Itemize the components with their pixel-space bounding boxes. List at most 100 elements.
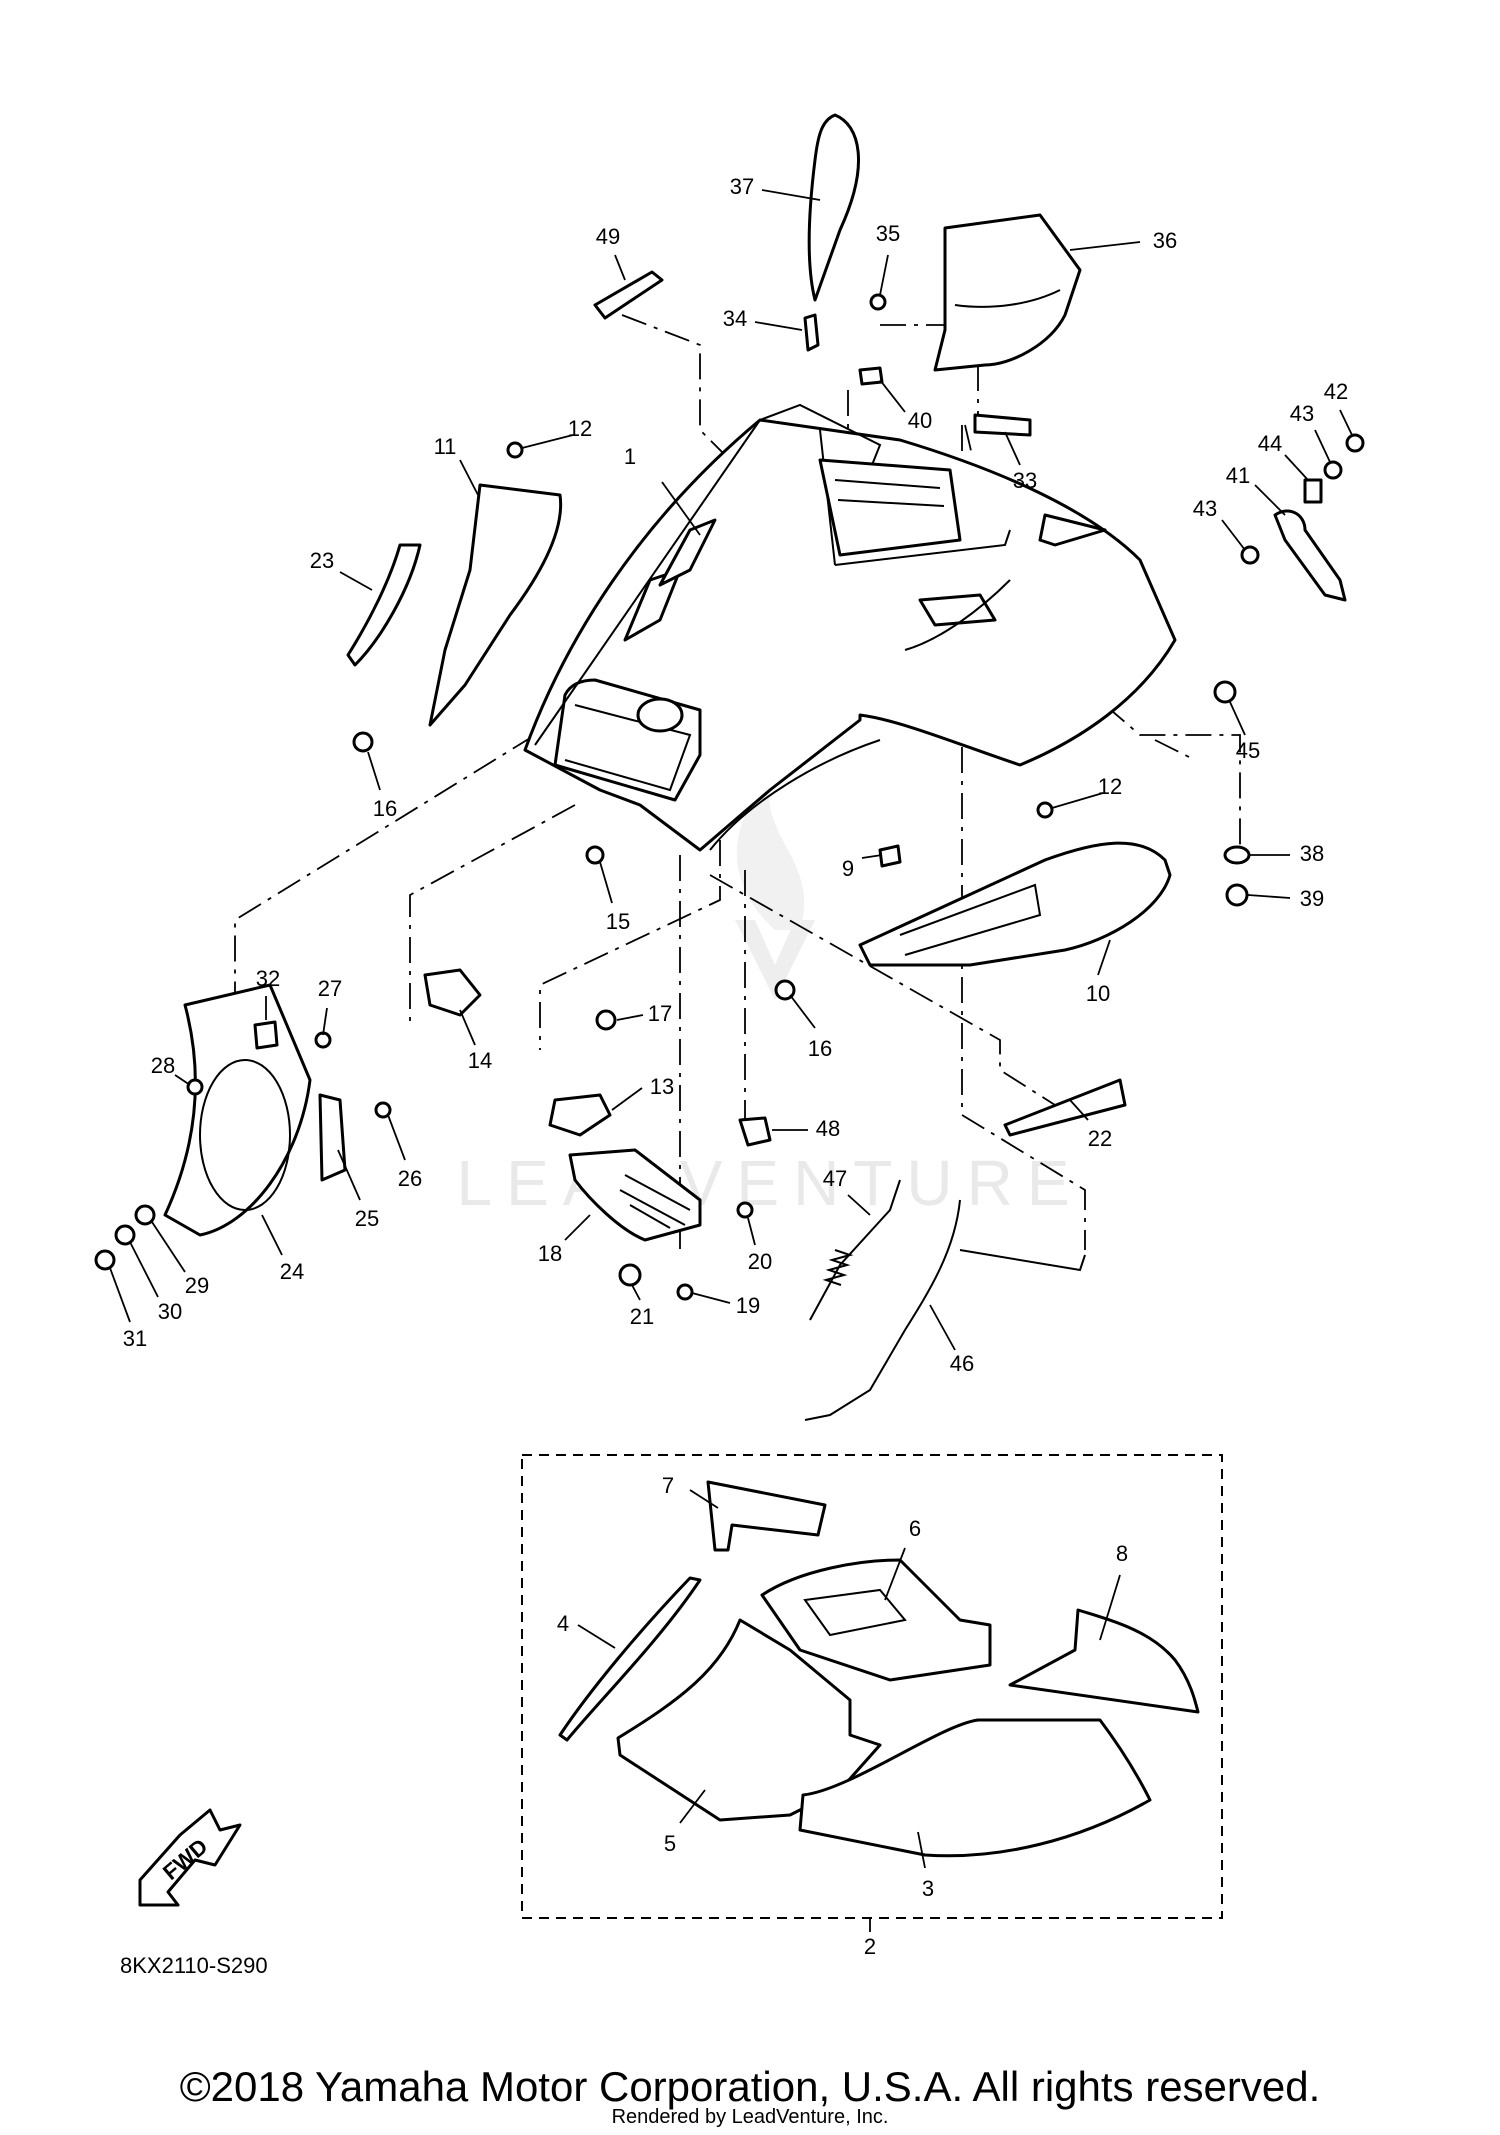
decal-kit-box: [521, 1454, 1223, 1919]
assembly-line: [621, 314, 736, 466]
callout-41: 41: [1226, 463, 1250, 488]
leader-49: [614, 254, 626, 281]
leader-31: [109, 1267, 131, 1323]
part-15-screw: [585, 845, 605, 865]
leader-33: [1004, 431, 1021, 466]
part-9-nut: [878, 844, 902, 868]
callout-37: 37: [730, 174, 754, 199]
part-44-spacer: [1303, 478, 1323, 504]
leader-12a: [521, 434, 574, 449]
leader-14: [459, 1009, 476, 1046]
part-36-inner: [954, 289, 1061, 308]
callout-4: 4: [557, 1611, 569, 1636]
leader-47: [847, 1194, 871, 1216]
part-31-nut: [94, 1249, 116, 1271]
leader-lines: [109, 189, 1353, 1932]
part-28-screw: [186, 1078, 204, 1096]
part-25-baffle: [318, 1093, 347, 1182]
callout-8: 8: [1116, 1541, 1128, 1566]
part-22-grille: [1003, 1078, 1127, 1137]
callout-12b: 12: [1098, 774, 1122, 799]
leader-30: [129, 1241, 159, 1298]
part-39-nut: [1225, 883, 1249, 907]
callout-2: 2: [864, 1934, 876, 1959]
part-13-bracket: [548, 1093, 612, 1137]
part-27-screw: [314, 1031, 332, 1049]
callout-48: 48: [816, 1116, 840, 1141]
callout-33: 33: [1013, 468, 1037, 493]
leader-21: [631, 1284, 641, 1301]
part-43-washer-bottom: [1240, 545, 1260, 565]
callout-40: 40: [908, 408, 932, 433]
callout-44: 44: [1258, 431, 1282, 456]
callout-10: 10: [1086, 981, 1110, 1006]
part-6-cutout: [803, 1588, 907, 1637]
leader-27: [322, 1007, 328, 1036]
callout-22: 22: [1088, 1126, 1112, 1151]
part-10-vent: [899, 883, 1042, 956]
leader-15: [599, 861, 613, 904]
part-16-screw-right: [774, 979, 796, 1001]
watermark: LEADVENTURE: [457, 780, 1070, 1219]
callout-28: 28: [151, 1053, 175, 1078]
callout-7: 7: [662, 1473, 674, 1498]
part-3-decal: [798, 1718, 1152, 1858]
part-11-side-panel: [428, 483, 563, 727]
watermark-flame: [736, 780, 805, 930]
callout-9: 9: [842, 856, 854, 881]
leader-3: [917, 1831, 926, 1869]
leader-24: [261, 1214, 283, 1256]
callout-16a: 16: [373, 796, 397, 821]
part-32-clip: [253, 1020, 279, 1050]
part-8-decal: [1008, 1608, 1200, 1714]
callout-39: 39: [1300, 886, 1324, 911]
part-17-nut: [595, 1009, 617, 1031]
leader-28: [174, 1074, 191, 1086]
rendered-by-notice: Rendered by LeadVenture, Inc.: [611, 2106, 889, 2128]
callout-36: 36: [1153, 228, 1177, 253]
part-35-screw: [869, 293, 887, 311]
part-38-grommet: [1223, 845, 1251, 865]
part-45-nut: [1213, 680, 1237, 704]
leader-36: [1069, 241, 1141, 251]
leader-34: [754, 321, 803, 331]
callout-43b: 43: [1193, 496, 1217, 521]
part-12-screw-top: [506, 441, 524, 459]
leader-25: [337, 1149, 361, 1201]
callout-32: 32: [256, 966, 280, 991]
part-4-decal: [558, 1576, 702, 1742]
part-40-clip: [858, 366, 884, 386]
callout-6: 6: [909, 1516, 921, 1541]
part-41-bracket: [1273, 509, 1347, 602]
leader-9: [861, 854, 883, 859]
leader-1: [661, 481, 701, 536]
callout-17: 17: [648, 1001, 672, 1026]
leader-40: [879, 379, 906, 413]
leader-39: [1247, 894, 1291, 899]
part-49-badge: [593, 270, 664, 320]
part-23-grille: [346, 543, 422, 667]
callout-24: 24: [280, 1259, 304, 1284]
part-7-decal: [706, 1480, 827, 1552]
leader-18: [564, 1214, 591, 1241]
leader-43b: [1221, 519, 1246, 551]
callout-3: 3: [922, 1876, 934, 1901]
leader-8: [1099, 1574, 1121, 1641]
callout-31: 31: [123, 1326, 147, 1351]
callout-34: 34: [723, 306, 747, 331]
part-19-screw: [676, 1283, 694, 1301]
leader-4: [577, 1624, 616, 1649]
callout-45: 45: [1236, 738, 1260, 763]
leader-16a: [367, 751, 381, 791]
leader-16b: [789, 994, 816, 1029]
leader-13: [611, 1087, 643, 1111]
leader-45: [1229, 701, 1246, 736]
callout-16b: 16: [808, 1036, 832, 1061]
leader-41: [1254, 484, 1286, 516]
part-10-side-cover: [858, 841, 1172, 967]
callout-25: 25: [355, 1206, 379, 1231]
callout-30: 30: [158, 1299, 182, 1324]
callout-35: 35: [876, 221, 900, 246]
part-14-bracket: [423, 968, 482, 1017]
